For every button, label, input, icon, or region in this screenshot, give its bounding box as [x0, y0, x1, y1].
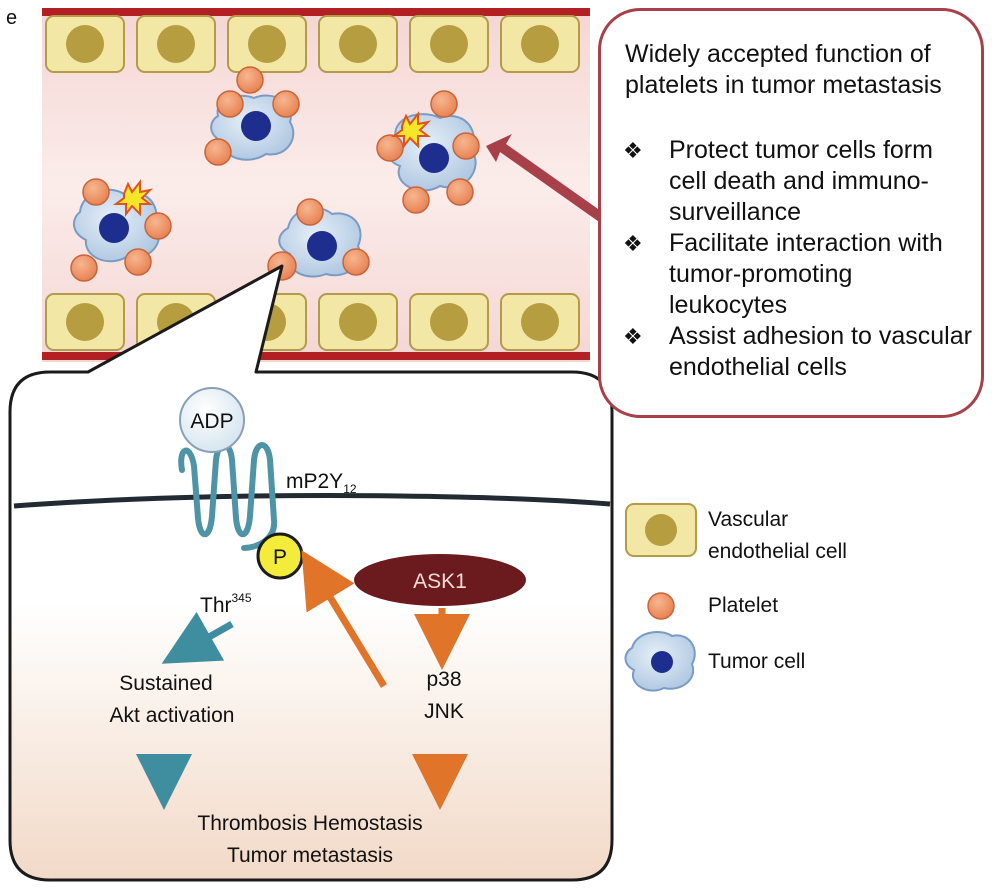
- platelet: [402, 186, 430, 214]
- metastasis-label: Tumor metastasis: [227, 844, 393, 867]
- callout-bullet: ❖ Facilitate interaction with tumor-prom…: [623, 228, 977, 321]
- platelet: [82, 178, 110, 206]
- platelet: [452, 132, 480, 160]
- sustained-label: Sustained: [119, 672, 212, 695]
- endothelial-nucleus: [339, 25, 377, 63]
- endothelial-nucleus: [430, 25, 468, 63]
- adp-molecule: [179, 387, 245, 453]
- bullet-text: Protect tumor cells form cell death and …: [669, 136, 933, 226]
- jnk-label: JNK: [424, 700, 464, 723]
- legend: [624, 503, 697, 692]
- endothelial-nucleus: [248, 25, 286, 63]
- platelet: [216, 90, 244, 118]
- threonine-label: Thr345: [200, 591, 252, 617]
- endothelial-nucleus: [521, 303, 559, 341]
- legend-endothelial-nucleus: [645, 514, 677, 546]
- akt-arrow: [161, 611, 234, 664]
- platelet: [446, 178, 474, 206]
- akt-activation-label: Akt activation: [110, 704, 235, 727]
- legend-tumor-nucleus: [651, 651, 673, 673]
- activation-burst: [113, 179, 154, 217]
- vessel-wall-bottom: [42, 352, 590, 360]
- tumor-cell-cluster-2: [376, 90, 480, 214]
- callout-arrow: [486, 134, 608, 224]
- platelet: [296, 198, 324, 226]
- ask1-label: ASK1: [413, 570, 467, 593]
- platelet: [272, 90, 300, 118]
- thrombosis-label: Thrombosis Hemostasis: [197, 812, 422, 835]
- adp-label: ADP: [190, 410, 233, 433]
- tumor-cell-cluster-4: [267, 198, 370, 281]
- tumor-nucleus: [419, 143, 449, 173]
- platelet: [204, 138, 232, 166]
- tumor-nucleus: [307, 231, 337, 261]
- callout-bullet: ❖ Protect tumor cells form cell death an…: [623, 135, 977, 228]
- tumor-nucleus: [241, 111, 271, 141]
- platelet: [236, 66, 264, 94]
- legend-tumor-label: Tumor cell: [708, 650, 806, 673]
- callout-box: Widely accepted function of platelets in…: [598, 8, 984, 418]
- vessel-wall-top: [42, 8, 590, 16]
- four-diamond-bullet-icon: ❖: [623, 324, 643, 349]
- endothelial-nucleus: [430, 303, 468, 341]
- phosphate-label: P: [273, 546, 287, 569]
- tumor-cell-cluster-1: [204, 66, 300, 166]
- platelet: [144, 212, 172, 240]
- legend-platelet-icon: [647, 592, 675, 620]
- endothelial-nucleus: [521, 25, 559, 63]
- bullet-text: Facilitate interaction with tumor-promot…: [669, 229, 943, 319]
- endothelial-nucleus: [66, 25, 104, 63]
- activation-burst: [391, 111, 432, 149]
- tumor-cell-cluster-3: [70, 178, 172, 282]
- platelet: [430, 90, 458, 118]
- platelet: [70, 254, 98, 282]
- callout-bullet: ❖ Assist adhesion to vascular endothelia…: [623, 321, 977, 383]
- blood-vessel: [42, 8, 590, 362]
- ask1-to-receptor-arrow: [301, 550, 387, 688]
- p38-label: p38: [426, 668, 461, 691]
- tumor-nucleus: [99, 213, 129, 243]
- endothelial-nucleus: [66, 303, 104, 341]
- callout-bullet-list: ❖ Protect tumor cells form cell death an…: [623, 135, 977, 383]
- callout-title: Widely accepted function of platelets in…: [625, 40, 942, 99]
- four-diamond-bullet-icon: ❖: [623, 138, 643, 163]
- endothelial-nucleus: [339, 303, 377, 341]
- platelet: [124, 248, 152, 276]
- endothelial-row-top: [45, 15, 580, 73]
- four-diamond-bullet-icon: ❖: [623, 231, 643, 256]
- vessel-lumen: [42, 8, 590, 362]
- platelet: [342, 248, 370, 276]
- panel-label: e: [6, 7, 17, 29]
- platelet: [376, 134, 404, 162]
- legend-platelet-label: Platelet: [708, 594, 779, 617]
- cell-membrane: [13, 492, 611, 509]
- bullet-text: Assist adhesion to vascular endothelial …: [669, 322, 972, 381]
- receptor-label: mP2Y12: [286, 470, 357, 496]
- p2y12-receptor: [178, 442, 278, 551]
- endothelial-nucleus: [157, 25, 195, 63]
- ask1-kinase: [354, 554, 526, 606]
- legend-endothelial-label: Vascular endothelial cell: [708, 508, 847, 563]
